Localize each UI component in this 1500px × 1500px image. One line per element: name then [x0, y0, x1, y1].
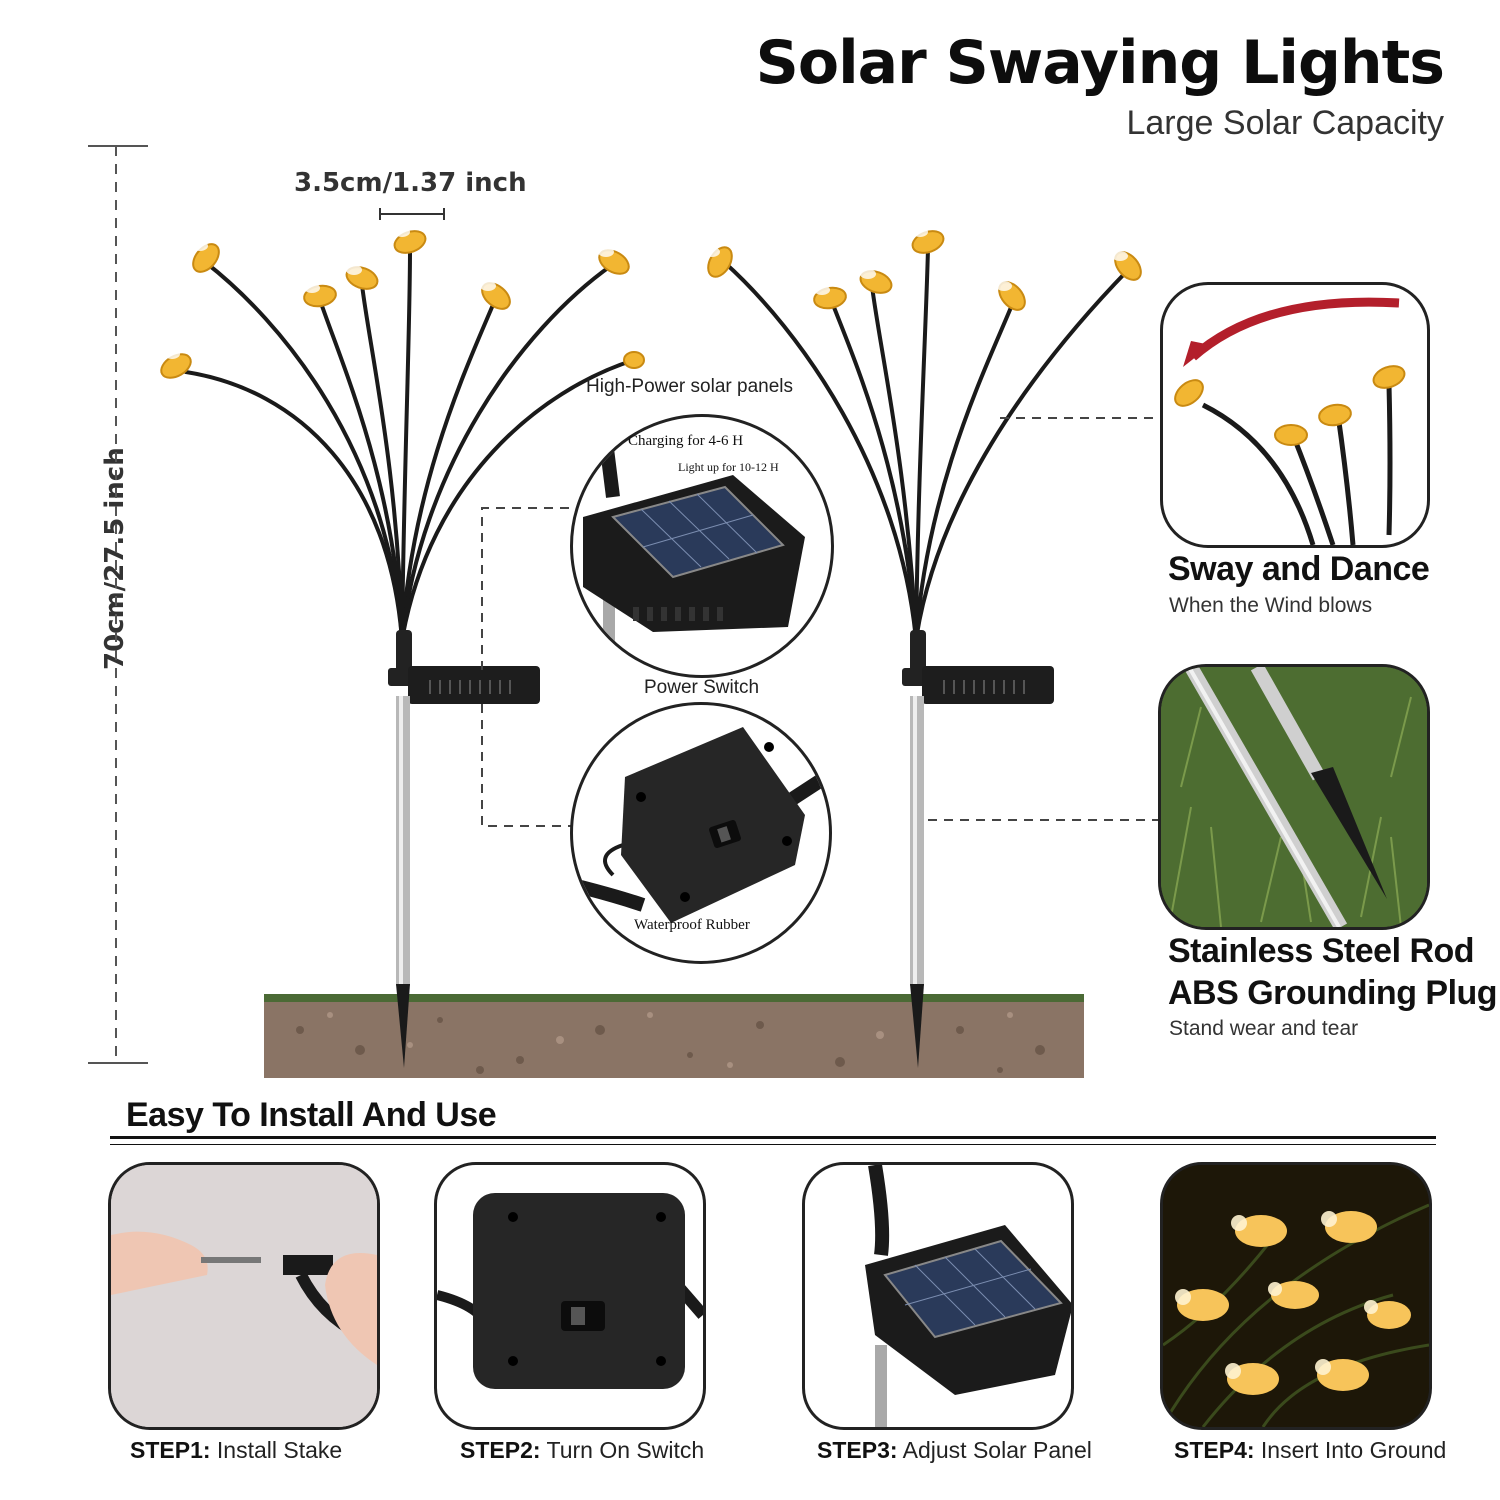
solar-lamp-left: [184, 248, 636, 1068]
step1-image: [108, 1162, 380, 1430]
solar-panel-icon: [583, 417, 805, 675]
step2-text: Turn On Switch: [540, 1437, 705, 1463]
section-divider: [110, 1136, 1436, 1145]
install-section-title: Easy To Install And Use: [126, 1096, 497, 1134]
sway-feature-image: [1160, 282, 1430, 548]
rod-feature-title-line2: ABS Grounding Plug: [1168, 974, 1498, 1012]
step2-image: [434, 1162, 706, 1430]
width-dimension-label: 3.5cm/1.37 inch: [294, 168, 527, 198]
solar-panel-detail: [570, 414, 834, 678]
solar-lamp-right: [722, 246, 1130, 1068]
sway-feature-subtitle: When the Wind blows: [1169, 594, 1373, 617]
rod-feature-image: [1158, 664, 1430, 930]
page-subtitle: Large Solar Capacity: [1126, 104, 1444, 142]
solar-panel-adjust-icon: [865, 1165, 1071, 1427]
solar-panel-callout-title: High-Power solar panels: [586, 376, 793, 397]
power-switch-callout-title: Power Switch: [644, 677, 760, 698]
power-switch-detail: [570, 702, 832, 964]
step4-caption: STEP4: Insert Into Ground: [1174, 1437, 1446, 1464]
rod-illustration: [1161, 667, 1427, 927]
callout-connectors: [481, 417, 1160, 827]
step2-label: STEP2:: [460, 1437, 541, 1463]
step3-caption: STEP3: Adjust Solar Panel: [817, 1437, 1092, 1464]
soil-bed: [264, 994, 1084, 1078]
rod-feature-title-line1: Stainless Steel Rod: [1168, 932, 1475, 970]
width-dimension-arrow: [379, 208, 445, 220]
step3-label: STEP3:: [817, 1437, 898, 1463]
glowing-bees-photo: [1163, 1165, 1429, 1427]
step4-image: [1160, 1162, 1432, 1430]
step1-caption: STEP1: Install Stake: [130, 1437, 342, 1464]
step1-text: Install Stake: [210, 1437, 343, 1463]
sway-illustration: [1174, 297, 1406, 545]
step3-text: Adjust Solar Panel: [897, 1437, 1092, 1463]
waterproof-rubber-label: Waterproof Rubber: [634, 917, 750, 933]
install-stake-illustration: [111, 1165, 377, 1427]
step4-label: STEP4:: [1174, 1437, 1255, 1463]
step4-text: Insert Into Ground: [1254, 1437, 1447, 1463]
bee-light-icons: [160, 230, 1142, 379]
page-title: Solar Swaying Lights: [755, 28, 1445, 98]
sway-feature-title: Sway and Dance: [1168, 550, 1430, 588]
rod-feature-subtitle: Stand wear and tear: [1169, 1017, 1359, 1040]
switch-box-icon: [437, 1193, 703, 1389]
step2-caption: STEP2: Turn On Switch: [460, 1437, 704, 1464]
height-dimension-line: [88, 145, 148, 1064]
battery-box-icon: [573, 727, 829, 923]
light-up-time-label: Light up for 10-12 H: [678, 460, 779, 474]
product-illustration: [88, 145, 1160, 1078]
step3-image: [802, 1162, 1074, 1430]
step1-label: STEP1:: [130, 1437, 211, 1463]
charging-time-label: Charging for 4-6 H: [628, 433, 744, 449]
